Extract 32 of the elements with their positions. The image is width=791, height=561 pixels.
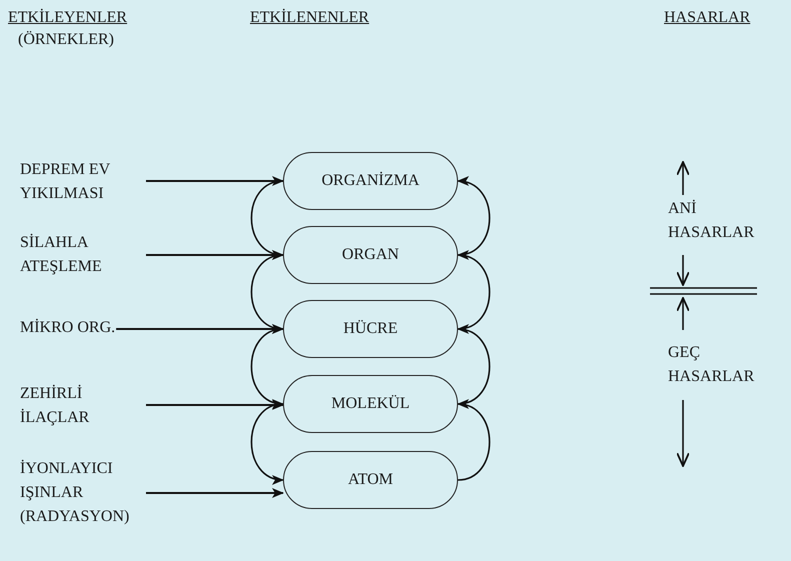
level-box — [283, 152, 458, 210]
damage-label: ANİ HASARLAR — [668, 198, 756, 243]
level-box — [283, 300, 458, 358]
curved-arrow — [457, 252, 490, 330]
level-box — [283, 226, 458, 284]
level-label: ORGANİZMA — [322, 172, 420, 190]
level-box — [283, 451, 458, 509]
curved-arrow — [250, 254, 284, 332]
curved-arrow — [250, 180, 284, 258]
column-heading: ETKİLEYENLER — [8, 8, 128, 28]
level-label: HÜCRE — [343, 320, 398, 338]
cause-text: SİLAHLA ATEŞLEME — [20, 231, 145, 279]
curved-arrow — [250, 403, 284, 484]
curved-arrow — [457, 326, 490, 405]
level-box — [283, 375, 458, 433]
curved-arrow — [457, 400, 490, 481]
curved-arrow — [457, 178, 490, 256]
cause-text: DEPREM EV YIKILMASI — [20, 158, 145, 206]
level-label: MOLEKÜL — [331, 395, 410, 413]
damage-label: GEÇ HASARLAR — [668, 343, 756, 387]
level-label: ORGAN — [342, 246, 399, 264]
arrow — [146, 176, 284, 186]
cause-text: ZEHİRLİ İLAÇLAR — [20, 382, 145, 430]
arrow — [146, 400, 284, 410]
arrow — [146, 488, 284, 498]
level-label: ATOM — [348, 471, 394, 489]
column-subheading: (ÖRNEKLER) — [18, 30, 115, 50]
curved-arrow — [250, 328, 284, 408]
column-heading: HASARLAR — [664, 8, 752, 28]
cause-text: İYONLAYICI IŞINLAR (RADYASYON) — [20, 457, 145, 529]
cause-text: MİKRO ORG. — [20, 316, 116, 340]
column-heading: ETKİLENENLER — [250, 8, 370, 28]
